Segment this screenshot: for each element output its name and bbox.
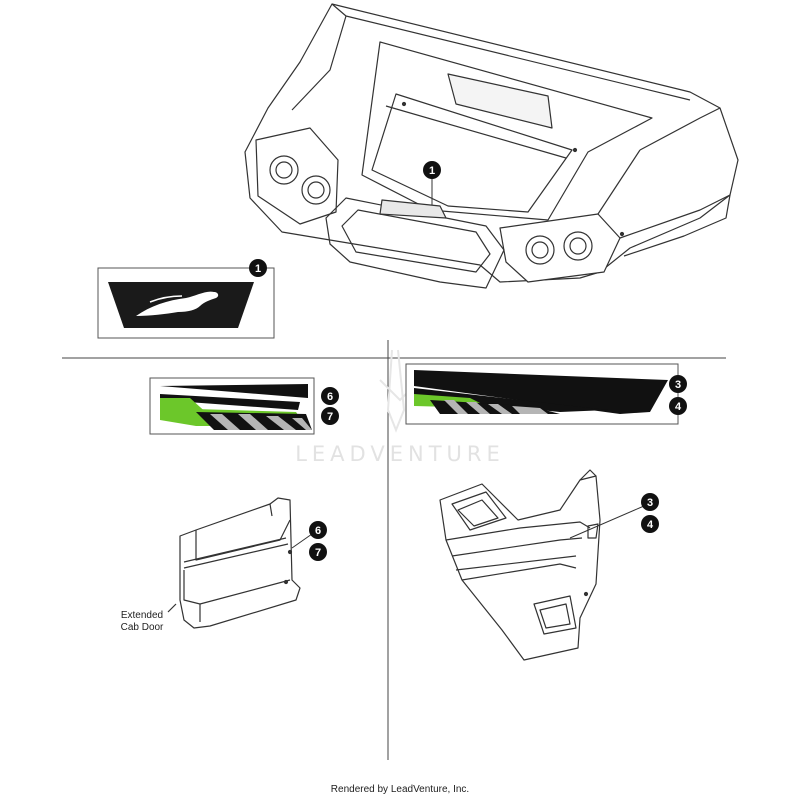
side-stripe-upper-callout: 6 xyxy=(327,391,333,403)
extended-door-callouts: 6 7 xyxy=(291,521,327,561)
hood-callout-number: 1 xyxy=(429,165,435,177)
door-illustration xyxy=(439,469,601,661)
door-callouts: 3 4 xyxy=(569,493,659,539)
door-upper-callout: 3 xyxy=(647,497,653,509)
extended-cab-door-label-line2: Cab Door xyxy=(121,622,164,633)
hood-illustration xyxy=(244,3,739,289)
hood-decal-panel: 1 xyxy=(97,259,275,339)
door-lower-callout: 4 xyxy=(647,519,654,531)
footer-credit: Rendered by LeadVenture, Inc. xyxy=(330,784,470,795)
door-stripe-lower-callout: 4 xyxy=(675,401,682,413)
extended-cab-door-illustration xyxy=(167,497,301,629)
ext-door-lower-callout: 7 xyxy=(315,547,321,559)
extended-cab-door-label-line1: Extended xyxy=(121,610,163,621)
hood-decal-callout: 1 xyxy=(255,263,261,275)
side-stripe-lower-callout: 7 xyxy=(327,411,333,423)
ext-door-upper-callout: 6 xyxy=(315,525,321,537)
watermark-text: LEADVENTURE xyxy=(295,442,505,466)
door-stripe-upper-callout: 3 xyxy=(675,379,681,391)
door-stripe-decal-panel: 3 4 xyxy=(405,363,687,425)
cat-logo-icon xyxy=(136,291,219,316)
side-stripe-decal-panel: 6 7 xyxy=(149,377,339,435)
hood-callout: 1 xyxy=(423,161,441,205)
